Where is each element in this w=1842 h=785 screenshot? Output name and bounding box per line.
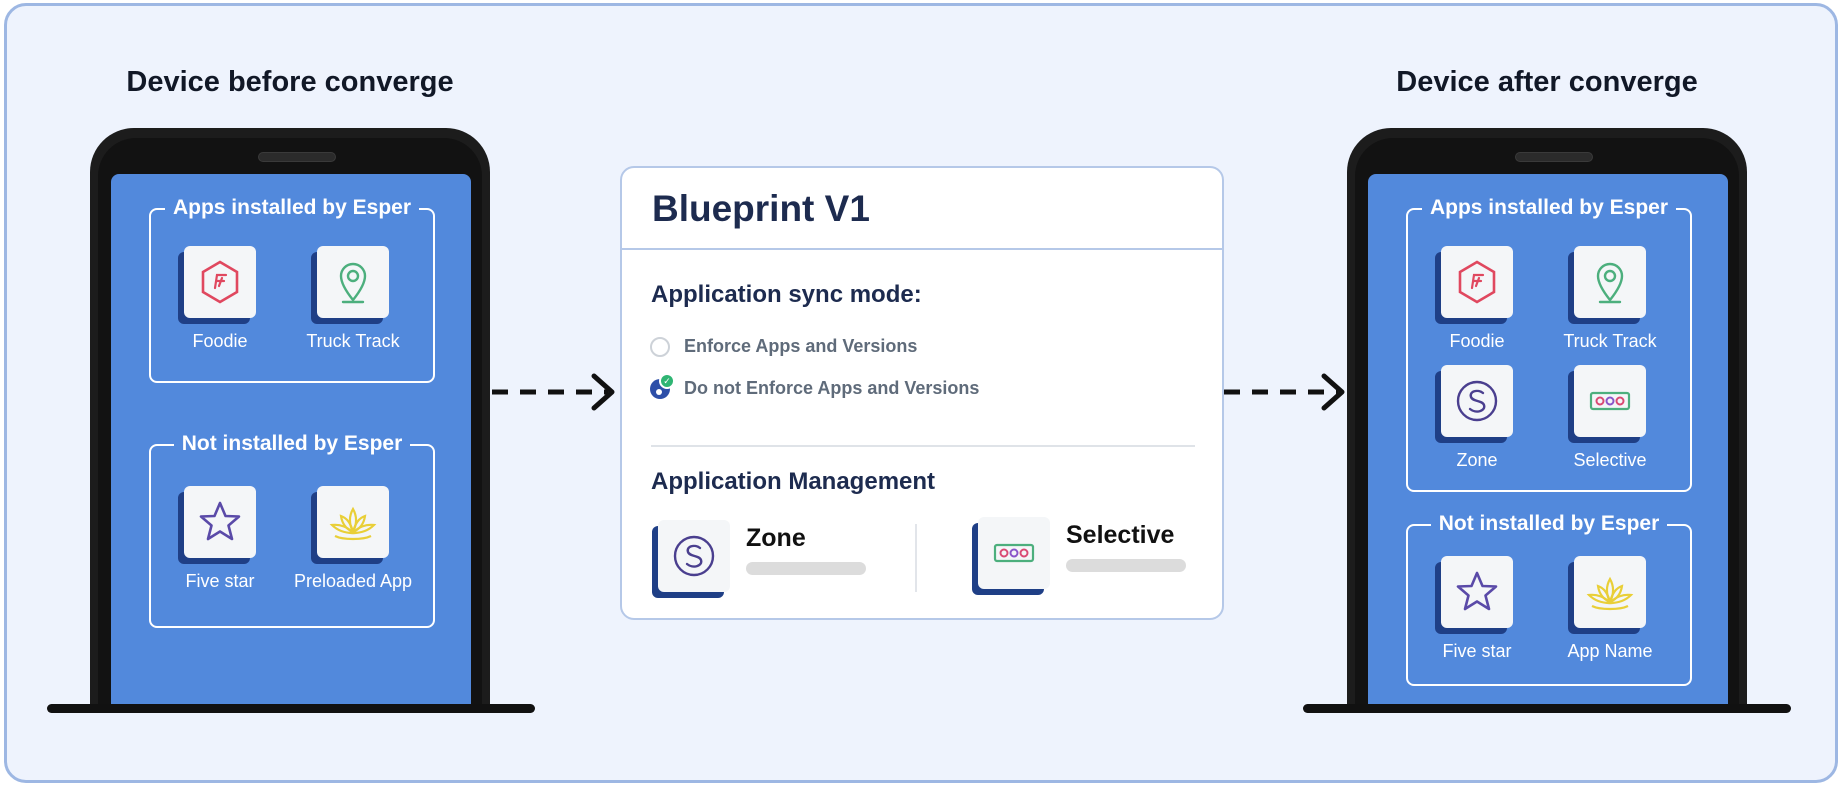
app-truck-track[interactable]: Truck Track (278, 246, 428, 352)
group-title: Apps installed by Esper (164, 194, 420, 222)
option-enforce[interactable]: Enforce Apps and Versions (650, 336, 917, 357)
zone-icon (1441, 365, 1513, 437)
app-label: Selective (1573, 450, 1647, 470)
managed-app-name: Zone (746, 524, 806, 552)
app-label: Preloaded App (293, 571, 413, 591)
lotus-icon (1574, 556, 1646, 628)
arrow-to-blueprint (492, 373, 615, 411)
radio-unchecked[interactable] (650, 336, 670, 357)
arrow-to-after (1224, 373, 1345, 411)
right-device-title: Device after converge (1396, 66, 1698, 98)
app-selective[interactable]: Selective (1535, 365, 1685, 471)
star-icon (1441, 556, 1513, 628)
left-phone-screen: Apps installed by Esper Foodie Truck Tra… (111, 174, 471, 708)
app-zone[interactable]: Zone (1402, 365, 1552, 471)
placeholder-bar (746, 562, 866, 575)
app-label: Truck Track (306, 331, 400, 351)
right-phone-screen: Apps installed by Esper Foodie Truck Tra… (1368, 174, 1728, 708)
app-label: Foodie (192, 331, 248, 351)
map-pin-icon (1574, 246, 1646, 318)
group-title: Not installed by Esper (173, 430, 411, 458)
group-title: Apps installed by Esper (1421, 194, 1677, 222)
app-app-name[interactable]: App Name (1535, 556, 1685, 662)
left-phone: Apps installed by Esper Foodie Truck Tra… (90, 128, 490, 708)
right-phone: Apps installed by Esper Foodie Truck Tra… (1347, 128, 1747, 708)
management-label: Application Management (651, 468, 936, 495)
app-five-star[interactable]: Five star (1402, 556, 1552, 662)
left-device-title: Device before converge (126, 66, 454, 98)
vertical-separator (915, 524, 917, 592)
foodie-icon (184, 246, 256, 318)
managed-app-name: Selective (1066, 521, 1175, 549)
group-title: Not installed by Esper (1430, 510, 1668, 538)
zone-icon (658, 520, 730, 592)
app-label: Zone (1456, 450, 1498, 470)
placeholder-bar (1066, 559, 1186, 572)
app-foodie[interactable]: Foodie (1402, 246, 1552, 352)
app-label: App Name (1567, 641, 1653, 661)
option-label: Do not Enforce Apps and Versions (684, 378, 980, 398)
app-label: Five star (185, 571, 255, 591)
selective-icon (1574, 365, 1646, 437)
selective-icon (978, 517, 1050, 589)
right-phone-base (1303, 704, 1791, 713)
phone-speaker (1515, 152, 1593, 162)
blueprint-card: Blueprint V1 Application sync mode: Enfo… (620, 166, 1224, 620)
app-label: Foodie (1449, 331, 1505, 351)
section-divider (651, 445, 1195, 447)
left-phone-base (47, 704, 535, 713)
lotus-icon (317, 486, 389, 558)
app-truck-track[interactable]: Truck Track (1535, 246, 1685, 352)
option-do-not-enforce[interactable]: ✓ Do not Enforce Apps and Versions (650, 372, 980, 399)
check-icon: ✓ (659, 372, 675, 389)
right-not-installed-group: Not installed by Esper Five star App Nam… (1406, 510, 1692, 686)
left-installed-group: Apps installed by Esper Foodie Truck Tra… (149, 194, 435, 383)
phone-speaker (258, 152, 336, 162)
app-label: Truck Track (1563, 331, 1657, 351)
sync-mode-label: Application sync mode: (651, 281, 922, 308)
card-divider (622, 248, 1222, 250)
blueprint-title: Blueprint V1 (652, 188, 870, 229)
map-pin-icon (317, 246, 389, 318)
app-foodie[interactable]: Foodie (145, 246, 295, 352)
radio-checked[interactable]: ✓ (650, 372, 675, 399)
app-five-star[interactable]: Five star (145, 486, 295, 592)
right-installed-group: Apps installed by Esper Foodie Truck Tra… (1406, 194, 1692, 492)
foodie-icon (1441, 246, 1513, 318)
left-not-installed-group: Not installed by Esper Five star Preload… (149, 430, 435, 628)
app-preloaded[interactable]: Preloaded App (278, 486, 428, 592)
star-icon (184, 486, 256, 558)
option-label: Enforce Apps and Versions (684, 336, 918, 356)
app-label: Five star (1442, 641, 1512, 661)
